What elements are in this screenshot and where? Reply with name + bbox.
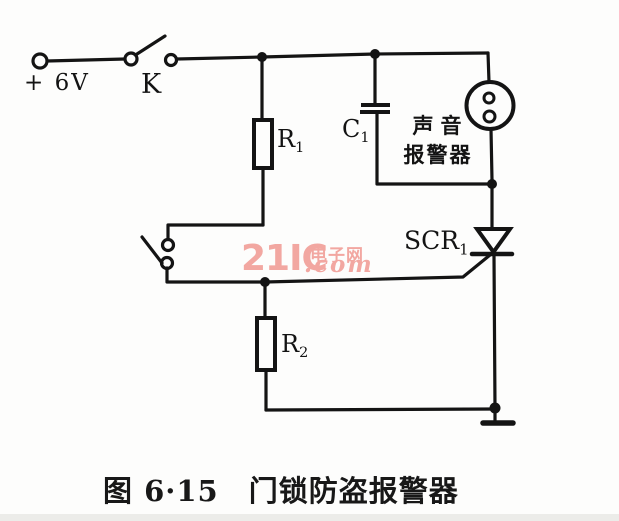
scr-label-sub: 1 <box>459 240 469 259</box>
scr-label-text: SCR <box>404 226 460 255</box>
scr-thyristor-icon <box>469 227 515 257</box>
switch-k-left-contact <box>123 51 139 67</box>
figure-caption: 图 6·15 门锁防盗报警器 <box>103 474 459 508</box>
r2-label-sub: 2 <box>299 345 309 362</box>
power-terminal-icon <box>31 52 49 70</box>
alarm-label-line1: 声音 <box>412 114 469 138</box>
wire-gate-to-scr <box>263 253 492 284</box>
wire-trigger-to-junction <box>165 266 267 284</box>
switch-k-icon <box>123 34 179 68</box>
wire-bottom-rail <box>264 407 497 412</box>
wire-scr-to-ground <box>492 254 497 410</box>
trigger-switch-lever <box>140 235 164 265</box>
alarm-sounder-top-terminal <box>482 91 496 105</box>
r2-label: R2 <box>281 330 308 361</box>
resistor-r1-icon <box>252 118 274 170</box>
power-terminal-circle <box>31 52 49 70</box>
switch-k-lever <box>135 34 167 56</box>
resistor-r1-body <box>252 118 274 170</box>
r1-label: R1 <box>277 125 304 156</box>
r1-label-sub: 1 <box>295 140 305 157</box>
alarm-sounder-bottom-terminal <box>482 109 497 124</box>
scan-edge-artifact <box>0 514 619 521</box>
ground-icon <box>480 406 516 426</box>
wire-c1-to-junction <box>375 112 494 186</box>
watermark-site-name: 电子网 <box>310 246 364 266</box>
wire-rail-to-alarm <box>486 51 491 84</box>
wire-alarm-to-junction <box>489 127 494 182</box>
capacitor-c1-icon <box>360 103 390 114</box>
r1-label-text: R <box>277 125 296 153</box>
alarm-label-line2: 报警器 <box>403 143 473 167</box>
resistor-r2-icon <box>255 316 277 372</box>
scr-triangle <box>473 227 514 256</box>
scr-label: SCR1 <box>404 226 469 258</box>
wire-corner-to-trigger-switch <box>166 223 265 242</box>
trigger-switch-top-contact <box>160 237 176 253</box>
power-label: + 6V <box>24 70 90 96</box>
resistor-r2-body <box>255 316 277 372</box>
alarm-label: 声音 报警器 <box>392 112 482 170</box>
c1-label-sub: 1 <box>360 130 370 147</box>
wire-power-to-switch-k <box>45 57 127 63</box>
switch-k-right-contact <box>163 52 179 68</box>
wire-top-rail <box>175 51 490 61</box>
trigger-switch-icon <box>140 235 176 271</box>
c1-label-text: C <box>342 115 361 143</box>
c1-label: C1 <box>342 115 370 146</box>
watermark-domain: .com <box>304 251 374 278</box>
r2-label-text: R <box>281 330 300 358</box>
watermark-brand: 21IC <box>241 238 328 279</box>
switch-k-label: K <box>141 69 162 100</box>
